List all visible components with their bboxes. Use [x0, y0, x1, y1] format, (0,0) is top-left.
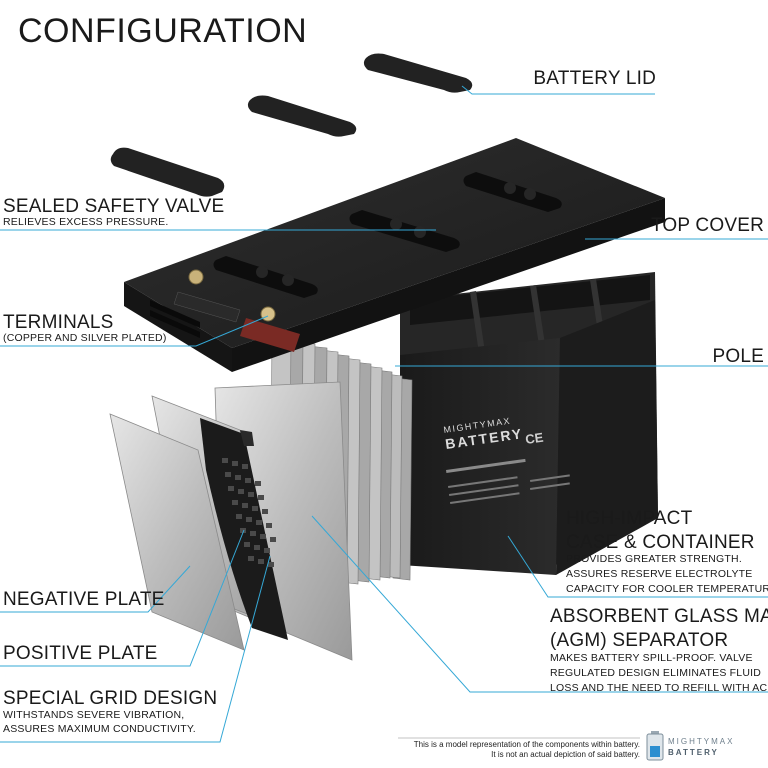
case-inner-cells — [410, 275, 650, 325]
case-print-fineprint — [448, 476, 518, 488]
case-print-fineprint — [530, 474, 570, 482]
top-cover — [124, 138, 665, 372]
positive-terminal-marker — [240, 318, 300, 352]
vent-cap — [414, 226, 426, 238]
case-print-fineprint — [450, 492, 520, 504]
top-cover-label: TOP COVER — [650, 215, 764, 236]
agm-sub-3: LOSS AND THE NEED TO REFILL WITH ACID. — [550, 682, 768, 694]
safety-valve-sub: RELIEVES EXCESS PRESSURE. — [3, 216, 169, 228]
ce-mark-icon: CE — [524, 430, 544, 447]
lid-strip-1 — [110, 147, 225, 197]
terminals-sub: (COPPER AND SILVER PLATED) — [3, 332, 167, 344]
case-print-fineprint — [446, 458, 526, 473]
case-sub-3: CAPACITY FOR COOLER TEMPERATURES — [566, 583, 768, 595]
battery-lid-label: BATTERY LID — [533, 68, 656, 89]
leader-terminals — [0, 315, 269, 347]
cover-side-slots — [150, 300, 200, 338]
cell-divider-1 — [470, 291, 486, 360]
leader-case — [507, 535, 768, 598]
negative-plate-label: NEGATIVE PLATE — [3, 589, 165, 610]
case-front — [400, 338, 560, 575]
grid-tab — [240, 430, 254, 446]
case-sub-2: ASSURES RESERVE ELECTROLYTE — [566, 568, 753, 580]
leader-negative-plate — [0, 565, 191, 613]
grid-pattern — [222, 458, 276, 567]
vent-cap — [504, 182, 516, 194]
agm-label-1: ABSORBENT GLASS MAT — [550, 606, 768, 627]
footer-line-2: It is not an actual depiction of said ba… — [491, 750, 640, 759]
vent-cap — [256, 266, 268, 278]
negative-plate — [109, 413, 245, 651]
case-print-fineprint — [530, 482, 570, 490]
positive-plate-label: POSITIVE PLATE — [3, 643, 158, 664]
cover-vent-front — [213, 256, 318, 298]
leader-agm — [311, 515, 768, 693]
front-plates — [109, 395, 288, 651]
battery-lid-strips — [110, 53, 473, 197]
logo-battery-icon — [646, 731, 664, 761]
grid-label: SPECIAL GRID DESIGN — [3, 688, 218, 709]
agm-label-2: (AGM) SEPARATOR — [550, 630, 729, 651]
pole-label: POLE — [712, 346, 764, 367]
vent-cap — [524, 188, 536, 200]
lid-strip-2 — [247, 95, 357, 137]
vent-cap — [282, 274, 294, 286]
cell-divider-2 — [530, 285, 546, 352]
lid-strip-3 — [363, 53, 473, 93]
case-label-2: CASE & CONTAINER — [566, 532, 755, 553]
case-front-right-edge — [556, 300, 658, 575]
safety-valve-label: SEALED SAFETY VALVE — [3, 196, 225, 217]
leader-grid — [0, 555, 271, 743]
terminal-label-sticker — [173, 291, 241, 323]
battery-case — [400, 272, 658, 575]
top-cover-right-edge — [232, 198, 665, 372]
terminal-negative — [188, 269, 204, 285]
case-sub-1: PROVIDES GREATER STRENGTH. — [566, 553, 742, 565]
cover-vent-middle — [349, 210, 460, 252]
agm-sub-2: REGULATED DESIGN ELIMINATES FLUID — [550, 667, 761, 679]
agm-sub-1: MAKES BATTERY SPILL-PROOF. VALVE — [550, 652, 753, 664]
terminal-positive — [260, 306, 276, 322]
terminals-label: TERMINALS — [3, 312, 114, 333]
vent-cap — [390, 218, 402, 230]
grid-sub-2: ASSURES MAXIMUM CONDUCTIVITY. — [3, 723, 196, 735]
case-label-1: HIGH-IMPACT — [566, 508, 693, 529]
footer-line-1: This is a model representation of the co… — [413, 740, 640, 749]
leader-lines — [0, 85, 768, 743]
grid-sub-1: WITHSTANDS SEVERE VIBRATION, — [3, 709, 185, 721]
leader-battery-lid — [461, 85, 655, 95]
case-print-fineprint — [449, 484, 519, 496]
page-title: CONFIGURATION — [18, 12, 308, 50]
logo-word-1: MIGHTYMAX — [668, 737, 735, 746]
logo-word-2: BATTERY — [668, 748, 719, 757]
leader-positive-plate — [0, 529, 245, 667]
